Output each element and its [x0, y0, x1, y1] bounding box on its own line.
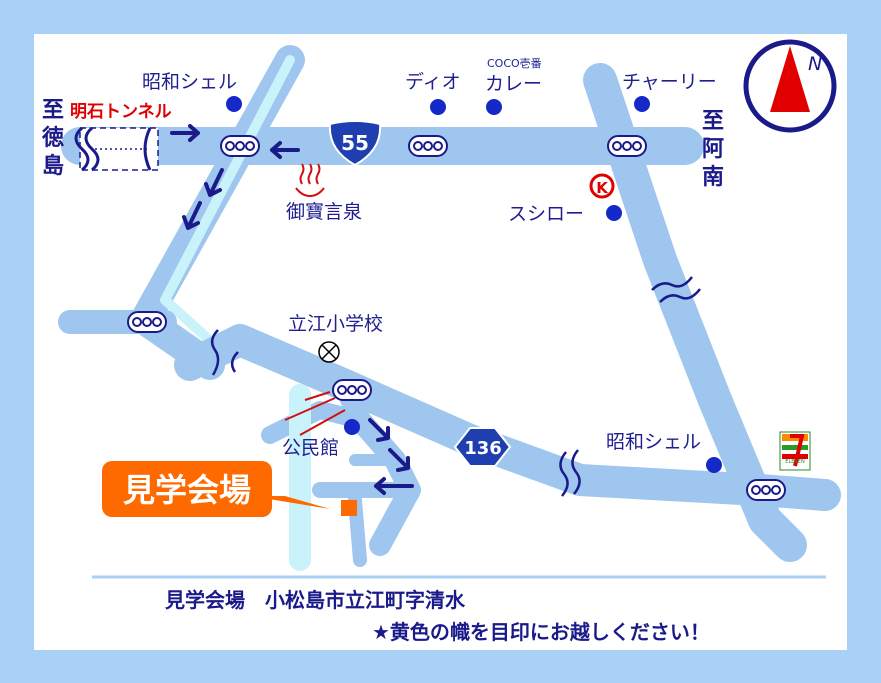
- poi-label-coco-curry: カレー: [485, 73, 542, 95]
- route-55-shield: 55: [328, 120, 382, 167]
- onsen-icon: [295, 163, 325, 198]
- circle-k-icon: K: [589, 173, 615, 199]
- road-local-2: [261, 401, 369, 444]
- svg-text:136: 136: [464, 438, 502, 459]
- to-tokushima: 至 徳 島: [41, 98, 64, 179]
- poi-dot-kominkan: [344, 419, 360, 435]
- poi-dot-sushiro: [606, 205, 622, 221]
- poi-label-school: 立江小学校: [288, 313, 383, 335]
- tunnel-label: 明石トンネル: [70, 102, 172, 122]
- arrow-4: [182, 201, 202, 230]
- svg-text:徳: 徳: [41, 125, 64, 151]
- svg-text:阿: 阿: [702, 137, 724, 162]
- venue-marker: [341, 500, 357, 516]
- school-icon: [318, 341, 340, 363]
- poi-label-charly: チャーリー: [622, 71, 717, 93]
- north-arrow: N: [743, 39, 837, 133]
- svg-text:至: 至: [42, 98, 64, 123]
- traffic-signal-icon: [332, 379, 372, 401]
- poi-dot-coco: [486, 99, 502, 115]
- poi-label-kominkan: 公民館: [282, 437, 339, 459]
- arrow-5: [368, 418, 390, 442]
- poi-dots: [226, 96, 722, 473]
- svg-text:55: 55: [341, 131, 369, 155]
- traffic-signal-icon: [607, 135, 647, 157]
- traffic-signals: [127, 135, 786, 501]
- road-right-diagonal: [583, 63, 807, 562]
- footer-note: ★黄色の幟を目印にお越しください！: [372, 620, 710, 644]
- seven-eleven-icon: ELEVEN: [779, 431, 811, 471]
- svg-text:ELEVEN: ELEVEN: [785, 459, 805, 465]
- route-arrows: [170, 124, 414, 495]
- arrow-2: [270, 141, 300, 159]
- svg-text:至: 至: [702, 109, 724, 134]
- traffic-signal-icon: [220, 135, 260, 157]
- venue-label: 見学会場: [123, 471, 251, 509]
- poi-dot-dio: [430, 99, 446, 115]
- railway-marks: [284, 391, 346, 436]
- poi-label-showa-shell-nw: 昭和シェル: [142, 71, 237, 93]
- svg-text:南: 南: [702, 165, 724, 190]
- arrow-6: [388, 448, 410, 472]
- roads: [58, 45, 841, 571]
- route-136-shield: 136: [453, 427, 512, 467]
- poi-label-coco-small: COCO壱番: [487, 56, 542, 70]
- svg-text:K: K: [596, 179, 609, 197]
- poi-label-showa-shell-se: 昭和シェル: [606, 431, 701, 453]
- poi-label-sushiro: スシロー: [508, 203, 584, 225]
- traffic-signal-icon: [127, 311, 167, 333]
- poi-label-dio: ディオ: [405, 71, 461, 93]
- footer-address: 見学会場 小松島市立江町字清水: [165, 588, 466, 612]
- poi-dot-showa-shell-nw: [226, 96, 242, 112]
- traffic-signal-icon: [746, 479, 786, 501]
- poi-dot-charly: [634, 96, 650, 112]
- svg-text:島: 島: [42, 153, 64, 179]
- arrow-7: [374, 477, 414, 495]
- poi-label-onsen: 御寶言泉: [286, 201, 362, 223]
- traffic-signal-icon: [408, 135, 448, 157]
- arrow-1: [170, 124, 200, 142]
- tunnel: [74, 126, 159, 172]
- poi-dot-showa-shell-se: [706, 457, 722, 473]
- venue-callout: 見学会場: [102, 461, 330, 517]
- arrow-3: [204, 168, 224, 197]
- to-anan: 至 阿 南: [702, 109, 724, 190]
- north-label: N: [808, 53, 822, 75]
- river-marks: [210, 276, 701, 497]
